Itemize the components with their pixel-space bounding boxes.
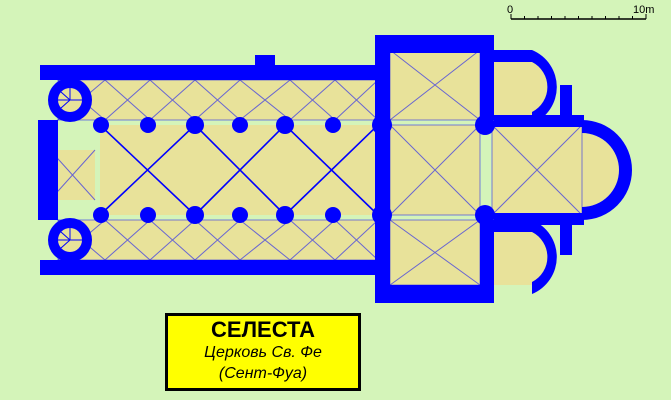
scale-bar: 0 10m [507,4,654,20]
caption-box: СЕЛЕСТА Церковь Св. Фе (Сент-Фуа) [165,313,361,391]
caption-line-1: Церковь Св. Фе [204,344,322,361]
stair-steps [58,88,82,249]
scale-ticks [510,14,647,19]
nave-vault-ribs [99,124,379,216]
caption-line-2: (Сент-Фуа) [218,365,308,382]
scale-end-label: 10m [633,4,654,16]
piers [93,39,495,301]
walls [38,35,632,303]
caption-title: СЕЛЕСТА [211,317,315,342]
scale-start-label: 0 [507,4,513,16]
